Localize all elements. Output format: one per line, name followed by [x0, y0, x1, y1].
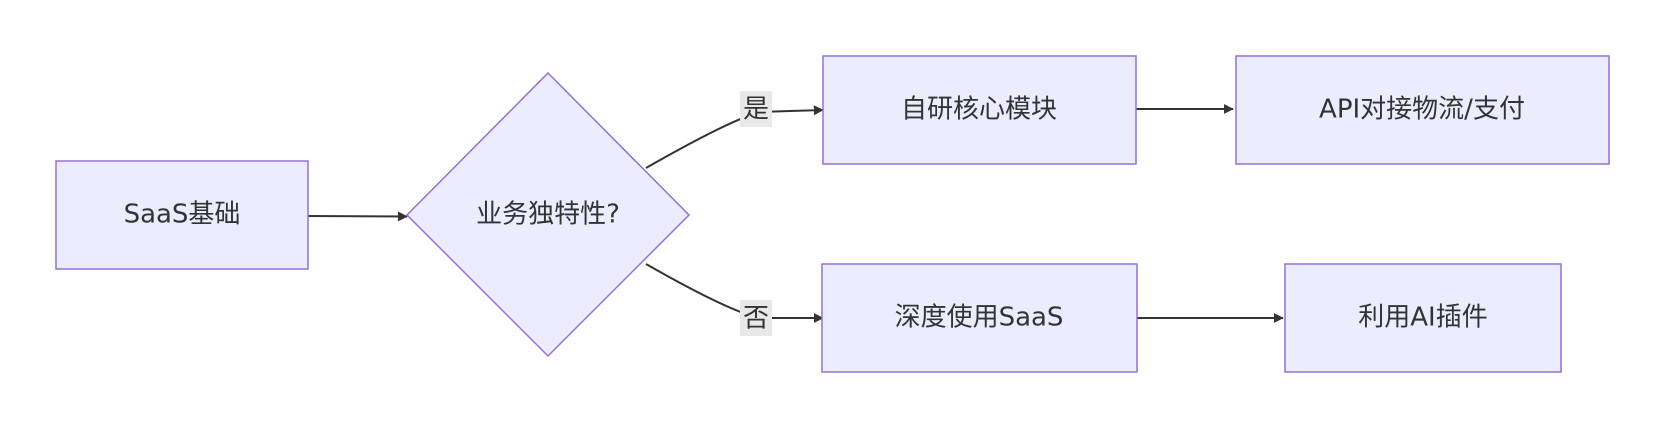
- node-deep-saas-label: 深度使用SaaS: [895, 303, 1064, 333]
- node-decision: 业务独特性?: [405, 71, 691, 358]
- node-deep-saas: 深度使用SaaS: [821, 263, 1138, 373]
- node-decision-label: 业务独特性?: [476, 200, 620, 230]
- edge-label-no-text: 否: [743, 304, 769, 334]
- node-ai-plugin-label: 利用AI插件: [1358, 303, 1487, 333]
- edge-label-no: 否: [740, 300, 772, 336]
- node-self-dev-label: 自研核心模块: [901, 95, 1057, 125]
- node-saas-base-label: SaaS基础: [124, 200, 241, 230]
- node-saas-base: SaaS基础: [55, 160, 309, 270]
- edge-label-yes-text: 是: [743, 95, 769, 125]
- edge-label-yes: 是: [740, 91, 772, 127]
- node-ai-plugin: 利用AI插件: [1284, 263, 1562, 373]
- node-api-label: API对接物流/支付: [1319, 95, 1525, 125]
- edge-saas-to-decision: [307, 211, 408, 222]
- edge-decision-to-self-dev: [645, 105, 824, 169]
- edge-decision-to-deep-saas: [645, 263, 824, 323]
- node-self-dev: 自研核心模块: [822, 55, 1137, 165]
- node-api: API对接物流/支付: [1235, 55, 1610, 165]
